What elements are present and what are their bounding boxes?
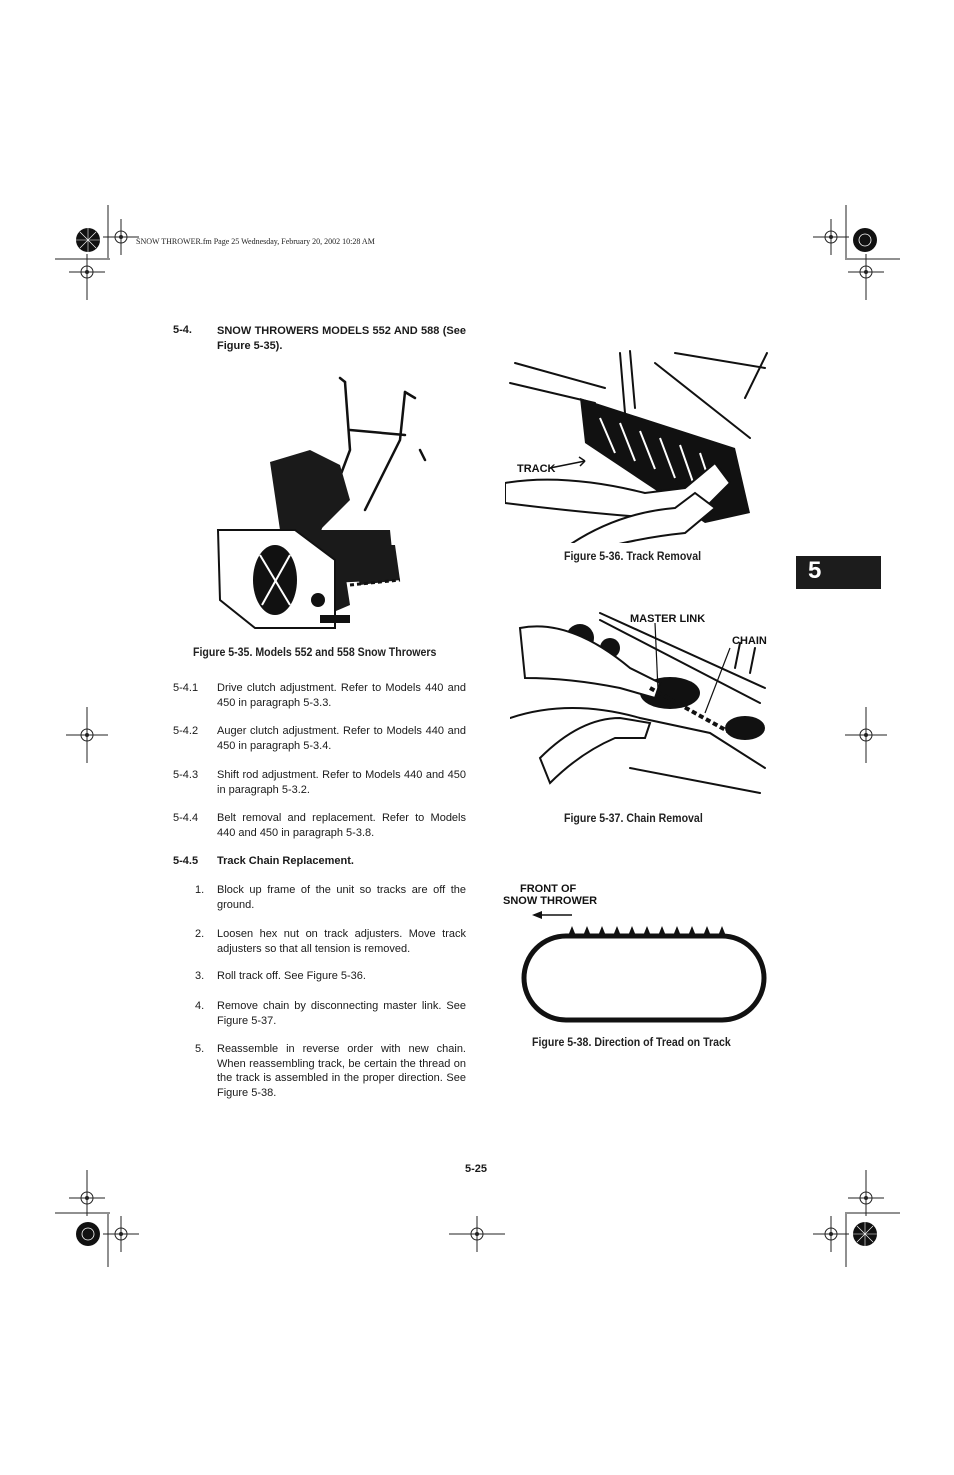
front-of-label: FRONT OF: [520, 883, 576, 895]
paragraph-number: 5-4.4: [173, 812, 199, 824]
page-number: 5-25: [465, 1163, 488, 1175]
paragraph-text: Drive clutch adjustment. Refer to Models…: [217, 682, 466, 709]
figure-5-36-caption: Figure 5-36. Track Removal: [564, 551, 702, 563]
track-loop-outline: [521, 933, 767, 1023]
step-text: Remove chain by disconnecting master lin…: [217, 1000, 466, 1027]
paragraph-text: Shift rod adjustment. Refer to Models 44…: [217, 769, 466, 796]
step-number: 1.: [195, 884, 205, 896]
section-number: 5-4.: [173, 324, 192, 336]
figure-5-37-caption: Figure 5-37. Chain Removal: [564, 813, 703, 825]
step-number: 5.: [195, 1043, 205, 1055]
step-3: 3. Roll track off. See Figure 5-36.: [173, 969, 468, 985]
paragraph-number: 5-4.5: [173, 855, 199, 867]
step-1: 1. Block up frame of the unit so tracks …: [173, 883, 468, 913]
step-number: 3.: [195, 970, 205, 982]
tread-teeth: [568, 926, 726, 936]
paragraph-text: Track Chain Replacement.: [217, 855, 354, 867]
step-text: Reassemble in reverse order with new cha…: [217, 1043, 466, 1099]
paragraph-number: 5-4.1: [173, 682, 199, 694]
step-text: Roll track off. See Figure 5-36.: [217, 970, 366, 982]
step-number: 2.: [195, 928, 205, 940]
paragraph-5-4-2: 5-4.2 Auger clutch adjustment. Refer to …: [173, 724, 468, 754]
snow-thrower-label: SNOW THROWER: [503, 895, 597, 907]
figure-5-36-track-removal-illustration: TRACK: [505, 350, 768, 543]
step-text: Block up frame of the unit so tracks are…: [217, 884, 466, 911]
step-5: 5. Reassemble in reverse order with new …: [173, 1042, 468, 1102]
chapter-tab: 5: [796, 556, 881, 589]
step-text: Loosen hex nut on track adjusters. Move …: [217, 928, 466, 955]
step-number: 4.: [195, 1000, 205, 1012]
figure-5-35-snow-thrower-illustration: [216, 376, 427, 629]
paragraph-5-4-5: 5-4.5 Track Chain Replacement.: [173, 854, 468, 870]
step-2: 2. Loosen hex nut on track adjusters. Mo…: [173, 927, 468, 957]
figure-5-35-caption: Figure 5-35. Models 552 and 558 Snow Thr…: [193, 647, 437, 659]
step-4: 4. Remove chain by disconnecting master …: [173, 999, 468, 1029]
paragraph-5-4-4: 5-4.4 Belt removal and replacement. Refe…: [173, 811, 468, 841]
paragraph-number: 5-4.2: [173, 725, 199, 737]
track-label: TRACK: [517, 463, 556, 475]
paragraph-text: Auger clutch adjustment. Refer to Models…: [217, 725, 466, 752]
paragraph-5-4-1: 5-4.1 Drive clutch adjustment. Refer to …: [173, 681, 468, 711]
paragraph-number: 5-4.3: [173, 769, 199, 781]
chain-label: CHAIN: [732, 635, 767, 647]
figure-5-37-chain-removal-illustration: MASTER LINK CHAIN: [510, 612, 767, 794]
master-link-label: MASTER LINK: [630, 613, 705, 625]
paragraph-text: Belt removal and replacement. Refer to M…: [217, 812, 466, 839]
figure-5-38-tread-direction-illustration: FRONT OF SNOW THROWER: [503, 883, 767, 1023]
section-title: SNOW THROWERS MODELS 552 AND 588 (See Fi…: [217, 325, 466, 352]
chapter-number: 5: [808, 557, 822, 584]
print-header-info: SNOW THROWER.fm Page 25 Wednesday, Febru…: [136, 237, 375, 246]
front-direction-arrow: [532, 911, 572, 919]
figure-5-38-caption: Figure 5-38. Direction of Tread on Track: [532, 1037, 731, 1049]
paragraph-5-4-3: 5-4.3 Shift rod adjustment. Refer to Mod…: [173, 768, 468, 798]
